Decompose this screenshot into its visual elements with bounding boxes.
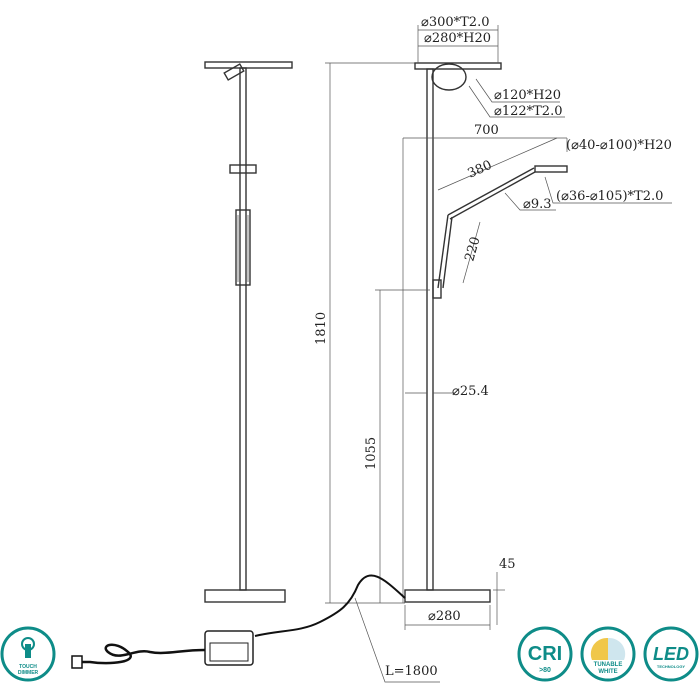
power-adapter <box>204 630 254 666</box>
front-top-disc <box>204 61 293 69</box>
svg-text:DIMMER: DIMMER <box>18 670 39 676</box>
top-disc-label: ⌀300*T2.0 <box>421 15 490 30</box>
total-height-label: 1810 <box>314 312 329 345</box>
touch-dimmer-badge: TOUCH DIMMER <box>0 626 56 682</box>
front-bowl <box>223 63 245 81</box>
arm-length-label: 380 <box>466 158 495 182</box>
power-cable <box>71 574 406 669</box>
cable-length-label: L=1800 <box>385 664 438 679</box>
side-view-lamp <box>404 62 568 603</box>
svg-text:TUNABLE: TUNABLE <box>594 662 623 668</box>
bowl-thickness-label: ⌀122*T2.0 <box>494 104 563 119</box>
head-thickness-label: (⌀36-⌀105)*T2.0 <box>556 189 663 204</box>
arm-joint <box>432 279 442 299</box>
front-collar <box>229 164 257 174</box>
total-height-dimension: 1810 <box>314 62 415 604</box>
lower-arm <box>437 214 449 289</box>
top-disc-height-label: ⌀280*H20 <box>424 31 491 46</box>
upper-arm <box>447 167 535 216</box>
joint-height-label: 1055 <box>364 437 379 470</box>
front-view-lamp <box>204 61 293 603</box>
cri-badge: CRI >80 <box>517 626 573 682</box>
front-base <box>204 589 286 603</box>
front-arm-joint <box>235 209 251 286</box>
side-top-disc <box>414 62 502 70</box>
svg-text:CRI: CRI <box>528 643 562 665</box>
svg-text:TOUCH: TOUCH <box>19 664 37 670</box>
bowl-height-label: ⌀120*H20 <box>494 88 561 103</box>
svg-text:>80: >80 <box>539 667 551 674</box>
side-pole <box>426 68 434 591</box>
svg-text:LED: LED <box>653 644 689 664</box>
led-badge: LED TECHNOLOGY <box>643 626 699 682</box>
side-base <box>404 589 491 603</box>
arm-diameter-label: ⌀9.3 <box>523 197 552 212</box>
reading-head <box>534 165 568 173</box>
head-height-label: (⌀40-⌀100)*H20 <box>566 138 672 153</box>
pole-diameter-label: ⌀25.4 <box>452 384 489 399</box>
front-pole <box>239 67 247 591</box>
reach-label: 700 <box>474 123 499 138</box>
lower-arm-label: 220 <box>462 235 483 263</box>
tunable-white-badge: TUNABLE WHITE <box>580 626 636 682</box>
base-diameter-label: ⌀280 <box>428 609 461 624</box>
side-bowl <box>431 63 467 91</box>
svg-text:WHITE: WHITE <box>598 669 617 675</box>
tunable-white-icon <box>590 637 608 660</box>
svg-text:TECHNOLOGY: TECHNOLOGY <box>657 664 686 669</box>
plug <box>71 655 83 669</box>
base-height-label: 45 <box>499 557 516 572</box>
